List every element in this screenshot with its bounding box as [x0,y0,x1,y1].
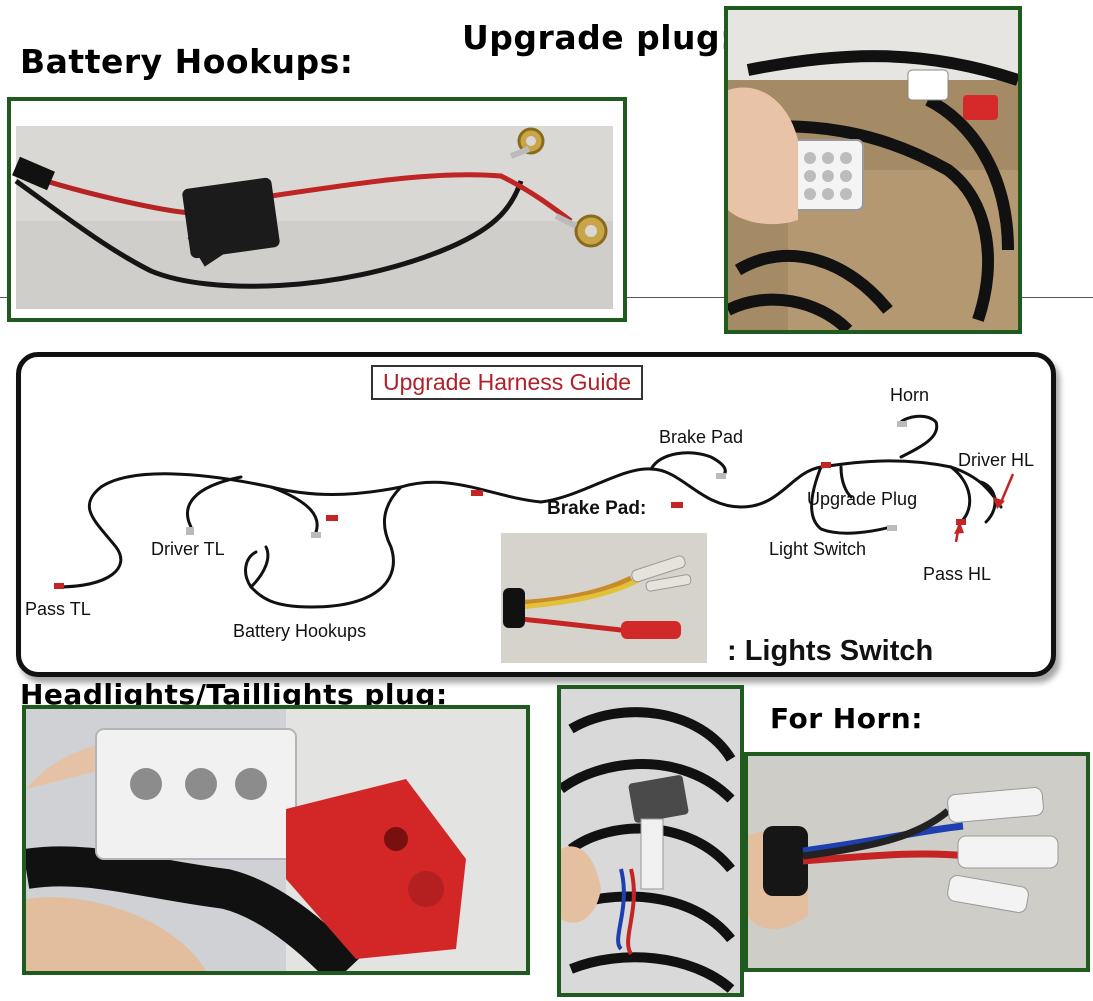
battery-cable-illustration [11,101,623,318]
label-pass-tl: Pass TL [25,599,91,619]
lights-switch-photo [557,685,744,997]
upgrade-plug-heading: Upgrade plug: [462,18,734,57]
label-upgrade-plug: Upgrade Plug [807,489,918,509]
label-pass-hl: Pass HL [923,564,992,584]
battery-hookups-heading: Battery Hookups: [20,42,354,81]
label-brake-pad-inset: Brake Pad: [547,498,647,519]
harness-wire-diagram [54,414,1015,609]
headlights-plug-illustration [26,709,526,971]
label-brake-pad: Brake Pad [659,427,744,447]
label-lights-switch: : Lights Switch [727,635,934,667]
harness-guide-title: Upgrade Harness Guide [371,365,644,400]
upgrade-plug-photo [724,6,1022,334]
label-driver-hl: Driver HL [958,450,1035,470]
label-battery-hookups: Battery Hookups [233,621,367,641]
horn-photo [744,752,1090,972]
for-horn-heading: For Horn: [770,702,923,735]
upgrade-plug-illustration [728,10,1018,330]
label-horn: Horn [890,385,930,405]
horn-connectors-illustration [748,756,1086,968]
brake-pad-wires-illustration [501,533,707,663]
harness-guide-panel: Upgrade Harness Guide Pass TL Driver TL … [16,352,1056,677]
battery-hookups-photo [7,97,627,322]
label-light-switch: Light Switch [769,539,867,559]
lights-switch-illustration [561,689,740,993]
label-driver-tl: Driver TL [151,539,225,559]
headlights-taillights-photo [22,705,530,975]
brake-pad-inset-photo [501,533,707,663]
